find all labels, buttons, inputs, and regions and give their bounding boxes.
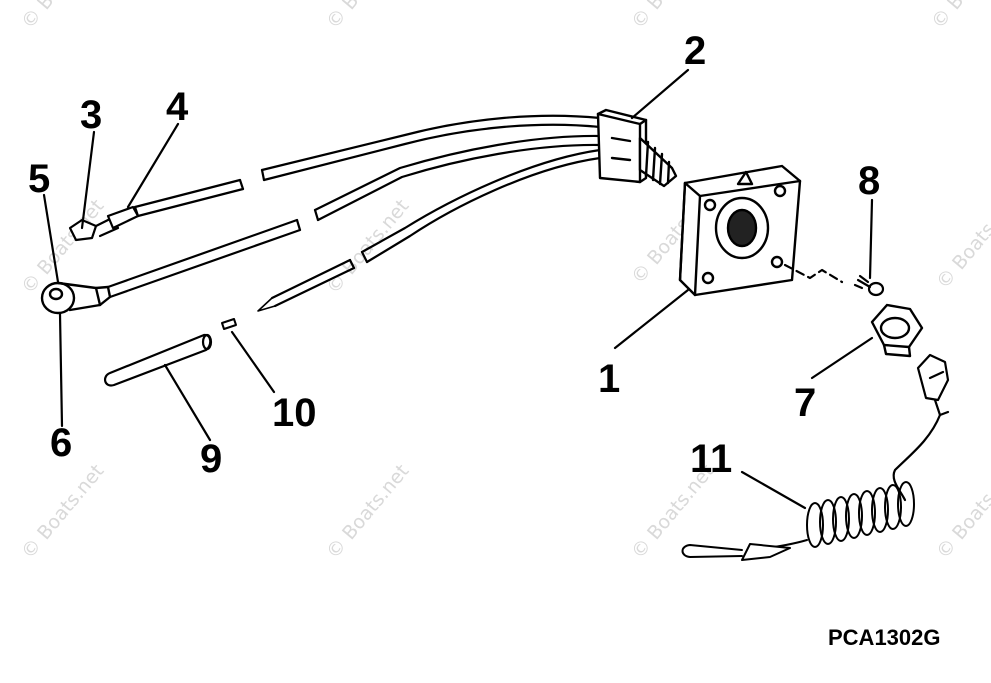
callout-11: 11 xyxy=(690,437,732,481)
watermark: © Boats.net xyxy=(932,460,991,563)
hex-nut xyxy=(870,303,924,358)
callouts: 1 2 3 4 5 6 7 8 9 10 11 xyxy=(28,29,880,481)
callout-8: 8 xyxy=(858,159,880,203)
lanyard-clip xyxy=(892,353,950,502)
switch-body xyxy=(596,108,678,188)
screw xyxy=(783,263,885,297)
sleeve-10 xyxy=(221,318,237,330)
terminal-3 xyxy=(68,216,120,242)
watermarks: © Boats.net © Boats.net © Boats.net © Bo… xyxy=(17,0,991,563)
callout-7: 7 xyxy=(794,381,816,425)
watermark: © Boats.net xyxy=(17,460,108,563)
callout-1: 1 xyxy=(598,357,620,401)
terminal-ring-5-6 xyxy=(40,281,112,315)
watermark: © Boats.net xyxy=(322,0,413,33)
callout-5: 5 xyxy=(28,157,50,201)
callout-9: 9 xyxy=(200,437,222,481)
watermark: © Boats.net xyxy=(17,0,108,33)
callout-6: 6 xyxy=(50,421,72,465)
callout-4: 4 xyxy=(166,85,189,129)
watermark: © Boats.net xyxy=(322,460,413,563)
coiled-cord xyxy=(681,481,915,561)
mounting-plate xyxy=(678,164,802,297)
diagram-code: PCA1302G xyxy=(828,625,941,650)
callout-2: 2 xyxy=(684,29,706,73)
callout-10: 10 xyxy=(272,391,317,435)
watermark: © Boats.net xyxy=(932,190,991,293)
callout-3: 3 xyxy=(80,93,102,137)
sleeve-9 xyxy=(104,333,213,387)
insulator-sleeve-4 xyxy=(106,205,140,230)
watermark: © Boats.net xyxy=(927,0,991,33)
leader-lines xyxy=(42,68,874,510)
wire-harness xyxy=(106,114,602,312)
